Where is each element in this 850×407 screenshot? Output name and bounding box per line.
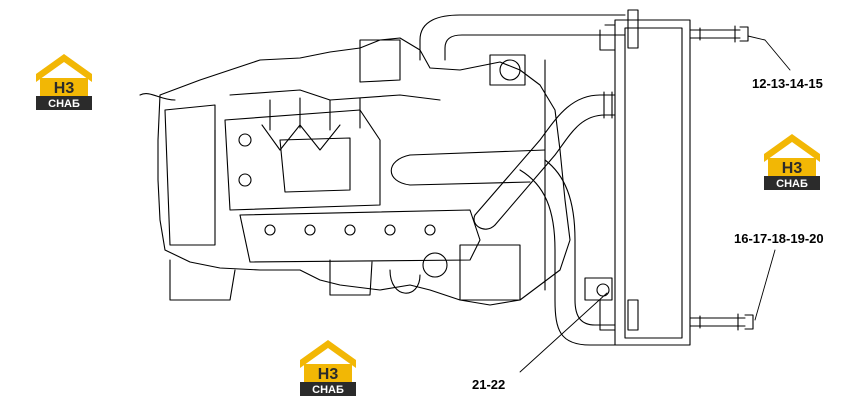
svg-text:СНАБ: СНАБ bbox=[48, 98, 80, 110]
logo-icon: H3 СНАБ bbox=[300, 340, 356, 396]
drain-fitting bbox=[584, 277, 613, 301]
svg-text:СНАБ: СНАБ bbox=[776, 178, 808, 190]
upper-radiator-hose bbox=[419, 14, 626, 61]
brand-logo-watermark: H3 СНАБ bbox=[760, 132, 824, 192]
svg-text:H3: H3 bbox=[782, 160, 803, 177]
svg-text:H3: H3 bbox=[318, 366, 339, 383]
callout-label-21-22: 21-22 bbox=[472, 377, 506, 392]
callout-label-12-15: 12-13-14-15 bbox=[752, 76, 823, 91]
engine-block bbox=[139, 37, 571, 306]
diagonal-coolant-pipe bbox=[473, 91, 616, 230]
top-mount-bolt bbox=[689, 25, 749, 43]
brand-logo-watermark: H3 СНАБ bbox=[32, 52, 96, 112]
bottom-mount-bolt bbox=[689, 313, 754, 331]
logo-icon: H3 СНАБ bbox=[36, 54, 92, 110]
callout-label-16-20: 16-17-18-19-20 bbox=[734, 231, 824, 246]
radiator bbox=[544, 9, 691, 346]
svg-text:H3: H3 bbox=[54, 80, 75, 97]
lower-radiator-hose bbox=[390, 149, 616, 346]
logo-icon: H3 СНАБ bbox=[764, 134, 820, 190]
svg-text:СНАБ: СНАБ bbox=[312, 384, 344, 396]
leader-lines bbox=[519, 35, 791, 373]
brand-logo-watermark: H3 СНАБ bbox=[296, 338, 360, 398]
